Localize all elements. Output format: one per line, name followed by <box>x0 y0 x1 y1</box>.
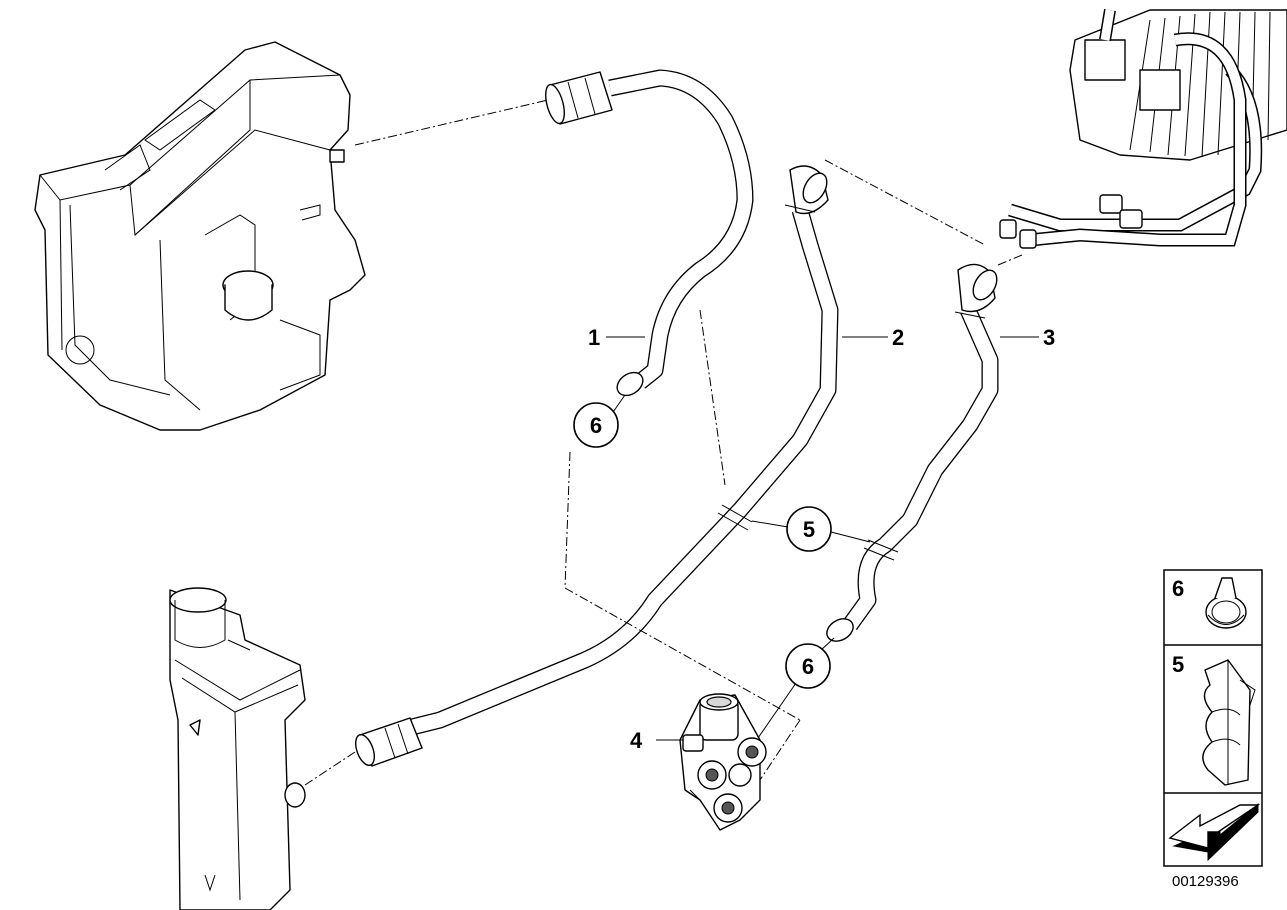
hose-1-connector <box>544 71 613 125</box>
label-2: 2 <box>842 325 904 350</box>
expansion-tank-illustration <box>169 587 306 910</box>
svg-text:4: 4 <box>630 728 643 753</box>
label-3: 3 <box>1000 325 1055 350</box>
connection-lines <box>304 99 1023 786</box>
legend-item-direction <box>1168 802 1261 862</box>
legend-item-clip: 5 <box>1172 652 1256 786</box>
hose-1 <box>544 69 754 397</box>
label-4: 4 <box>630 728 683 753</box>
svg-text:6: 6 <box>1172 576 1184 601</box>
svg-text:5: 5 <box>803 517 815 542</box>
svg-text:6: 6 <box>590 413 602 438</box>
direction-arrow-icon <box>1168 802 1261 862</box>
legend-panel: 6 5 <box>1163 569 1263 867</box>
hose-clamp-icon <box>1205 577 1247 629</box>
hose-3 <box>826 263 999 642</box>
svg-text:5: 5 <box>1172 652 1184 677</box>
engine-block-illustration <box>34 41 366 431</box>
hose-clip-icon <box>1202 659 1256 786</box>
hose-2 <box>355 165 839 767</box>
svg-text:6: 6 <box>802 654 814 679</box>
callout-5: 5 <box>751 506 871 552</box>
hose-2-connector <box>355 717 423 767</box>
callout-6-upper: 6 <box>573 394 626 448</box>
callout-6-lower: 6 <box>757 637 835 739</box>
document-number: 00129396 <box>1172 873 1239 890</box>
heater-core-illustration <box>999 9 1287 249</box>
svg-text:1: 1 <box>588 325 600 350</box>
water-valve-illustration <box>679 693 767 831</box>
svg-text:3: 3 <box>1043 325 1055 350</box>
legend-item-clamp: 6 <box>1172 576 1247 629</box>
label-1: 1 <box>588 325 645 350</box>
svg-text:2: 2 <box>892 325 904 350</box>
